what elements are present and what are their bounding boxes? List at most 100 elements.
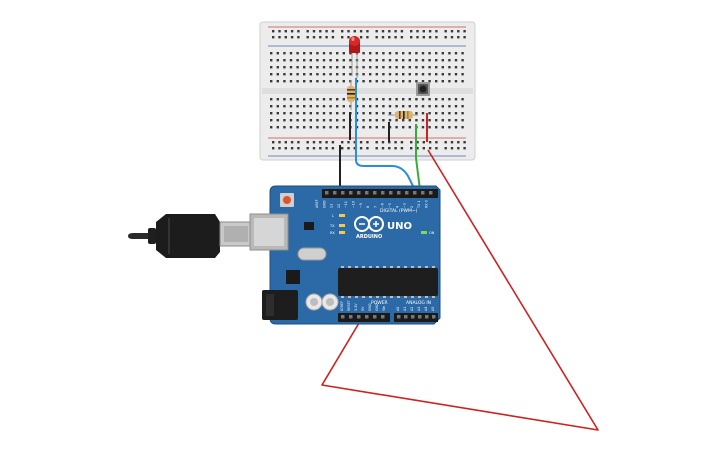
- terminal-hole[interactable]: [322, 80, 326, 83]
- terminal-hole[interactable]: [375, 66, 378, 69]
- power-analog-pin-socket[interactable]: [418, 315, 422, 319]
- terminal-hole[interactable]: [329, 66, 332, 69]
- terminal-hole[interactable]: [454, 66, 458, 69]
- terminal-hole[interactable]: [303, 126, 306, 129]
- terminal-hole[interactable]: [316, 52, 319, 55]
- rail-hole[interactable]: [410, 30, 413, 33]
- terminal-hole[interactable]: [388, 80, 392, 83]
- rail-hole[interactable]: [331, 147, 335, 150]
- terminal-hole[interactable]: [349, 73, 352, 76]
- terminal-hole[interactable]: [461, 52, 464, 55]
- terminal-hole[interactable]: [270, 98, 273, 101]
- terminal-hole[interactable]: [448, 105, 451, 108]
- rail-hole[interactable]: [416, 36, 419, 39]
- terminal-hole[interactable]: [362, 73, 365, 76]
- terminal-hole[interactable]: [435, 112, 438, 115]
- rail-hole[interactable]: [325, 147, 328, 150]
- terminal-hole[interactable]: [395, 59, 398, 62]
- terminal-hole[interactable]: [322, 126, 326, 129]
- digital-pin-socket[interactable]: [325, 191, 329, 195]
- terminal-hole[interactable]: [283, 98, 286, 101]
- terminal-hole[interactable]: [336, 119, 339, 122]
- terminal-hole[interactable]: [388, 105, 392, 108]
- rail-hole[interactable]: [312, 36, 316, 39]
- rail-hole[interactable]: [341, 141, 344, 144]
- rail-hole[interactable]: [366, 36, 369, 39]
- terminal-hole[interactable]: [316, 112, 319, 115]
- power-analog-pin-socket[interactable]: [365, 315, 369, 319]
- terminal-hole[interactable]: [421, 80, 425, 83]
- rail-hole[interactable]: [435, 147, 438, 150]
- terminal-hole[interactable]: [336, 73, 339, 76]
- rail-hole[interactable]: [290, 147, 294, 150]
- rail-hole[interactable]: [347, 36, 350, 39]
- rail-hole[interactable]: [400, 30, 404, 33]
- terminal-hole[interactable]: [329, 105, 332, 108]
- rail-hole[interactable]: [394, 30, 397, 33]
- terminal-hole[interactable]: [270, 80, 273, 83]
- terminal-hole[interactable]: [369, 66, 372, 69]
- rail-hole[interactable]: [359, 141, 363, 144]
- rail-hole[interactable]: [381, 147, 385, 150]
- terminal-hole[interactable]: [276, 119, 279, 122]
- terminal-hole[interactable]: [316, 119, 319, 122]
- terminal-hole[interactable]: [336, 112, 339, 115]
- terminal-hole[interactable]: [322, 73, 326, 76]
- terminal-hole[interactable]: [270, 66, 273, 69]
- terminal-hole[interactable]: [336, 98, 339, 101]
- terminal-hole[interactable]: [375, 105, 378, 108]
- terminal-hole[interactable]: [395, 98, 398, 101]
- terminal-hole[interactable]: [309, 126, 312, 129]
- terminal-hole[interactable]: [408, 119, 411, 122]
- terminal-hole[interactable]: [336, 59, 339, 62]
- terminal-hole[interactable]: [270, 126, 273, 129]
- rail-hole[interactable]: [312, 30, 316, 33]
- terminal-hole[interactable]: [349, 80, 352, 83]
- digital-pin-socket[interactable]: [333, 191, 337, 195]
- terminal-hole[interactable]: [276, 66, 279, 69]
- rail-hole[interactable]: [435, 30, 438, 33]
- terminal-hole[interactable]: [283, 119, 286, 122]
- terminal-hole[interactable]: [441, 59, 444, 62]
- terminal-hole[interactable]: [329, 112, 332, 115]
- terminal-hole[interactable]: [316, 73, 319, 76]
- terminal-hole[interactable]: [289, 126, 293, 129]
- power-analog-pin-socket[interactable]: [404, 315, 408, 319]
- power-analog-pin-socket[interactable]: [373, 315, 377, 319]
- terminal-hole[interactable]: [276, 80, 279, 83]
- rail-hole[interactable]: [444, 147, 447, 150]
- rail-hole[interactable]: [388, 30, 391, 33]
- power-analog-pin-socket[interactable]: [411, 315, 415, 319]
- terminal-hole[interactable]: [421, 59, 425, 62]
- terminal-hole[interactable]: [369, 119, 372, 122]
- rail-hole[interactable]: [444, 36, 447, 39]
- digital-pin-socket[interactable]: [373, 191, 377, 195]
- rail-hole[interactable]: [444, 141, 447, 144]
- terminal-hole[interactable]: [309, 98, 312, 101]
- power-analog-pin-socket[interactable]: [349, 315, 353, 319]
- terminal-hole[interactable]: [342, 126, 345, 129]
- terminal-hole[interactable]: [309, 119, 312, 122]
- rail-hole[interactable]: [366, 141, 369, 144]
- terminal-hole[interactable]: [369, 105, 372, 108]
- terminal-hole[interactable]: [342, 73, 345, 76]
- terminal-hole[interactable]: [408, 66, 411, 69]
- rail-hole[interactable]: [450, 141, 454, 144]
- terminal-hole[interactable]: [415, 112, 418, 115]
- terminal-hole[interactable]: [303, 105, 306, 108]
- wire-green[interactable]: [415, 124, 421, 191]
- rail-hole[interactable]: [463, 147, 466, 150]
- terminal-hole[interactable]: [421, 66, 425, 69]
- terminal-hole[interactable]: [382, 105, 385, 108]
- terminal-hole[interactable]: [342, 112, 345, 115]
- terminal-hole[interactable]: [283, 66, 286, 69]
- terminal-hole[interactable]: [441, 52, 444, 55]
- terminal-hole[interactable]: [448, 80, 451, 83]
- terminal-hole[interactable]: [421, 105, 425, 108]
- terminal-hole[interactable]: [322, 105, 326, 108]
- terminal-hole[interactable]: [395, 73, 398, 76]
- terminal-hole[interactable]: [303, 98, 306, 101]
- terminal-hole[interactable]: [336, 126, 339, 129]
- terminal-hole[interactable]: [448, 119, 451, 122]
- terminal-hole[interactable]: [454, 73, 458, 76]
